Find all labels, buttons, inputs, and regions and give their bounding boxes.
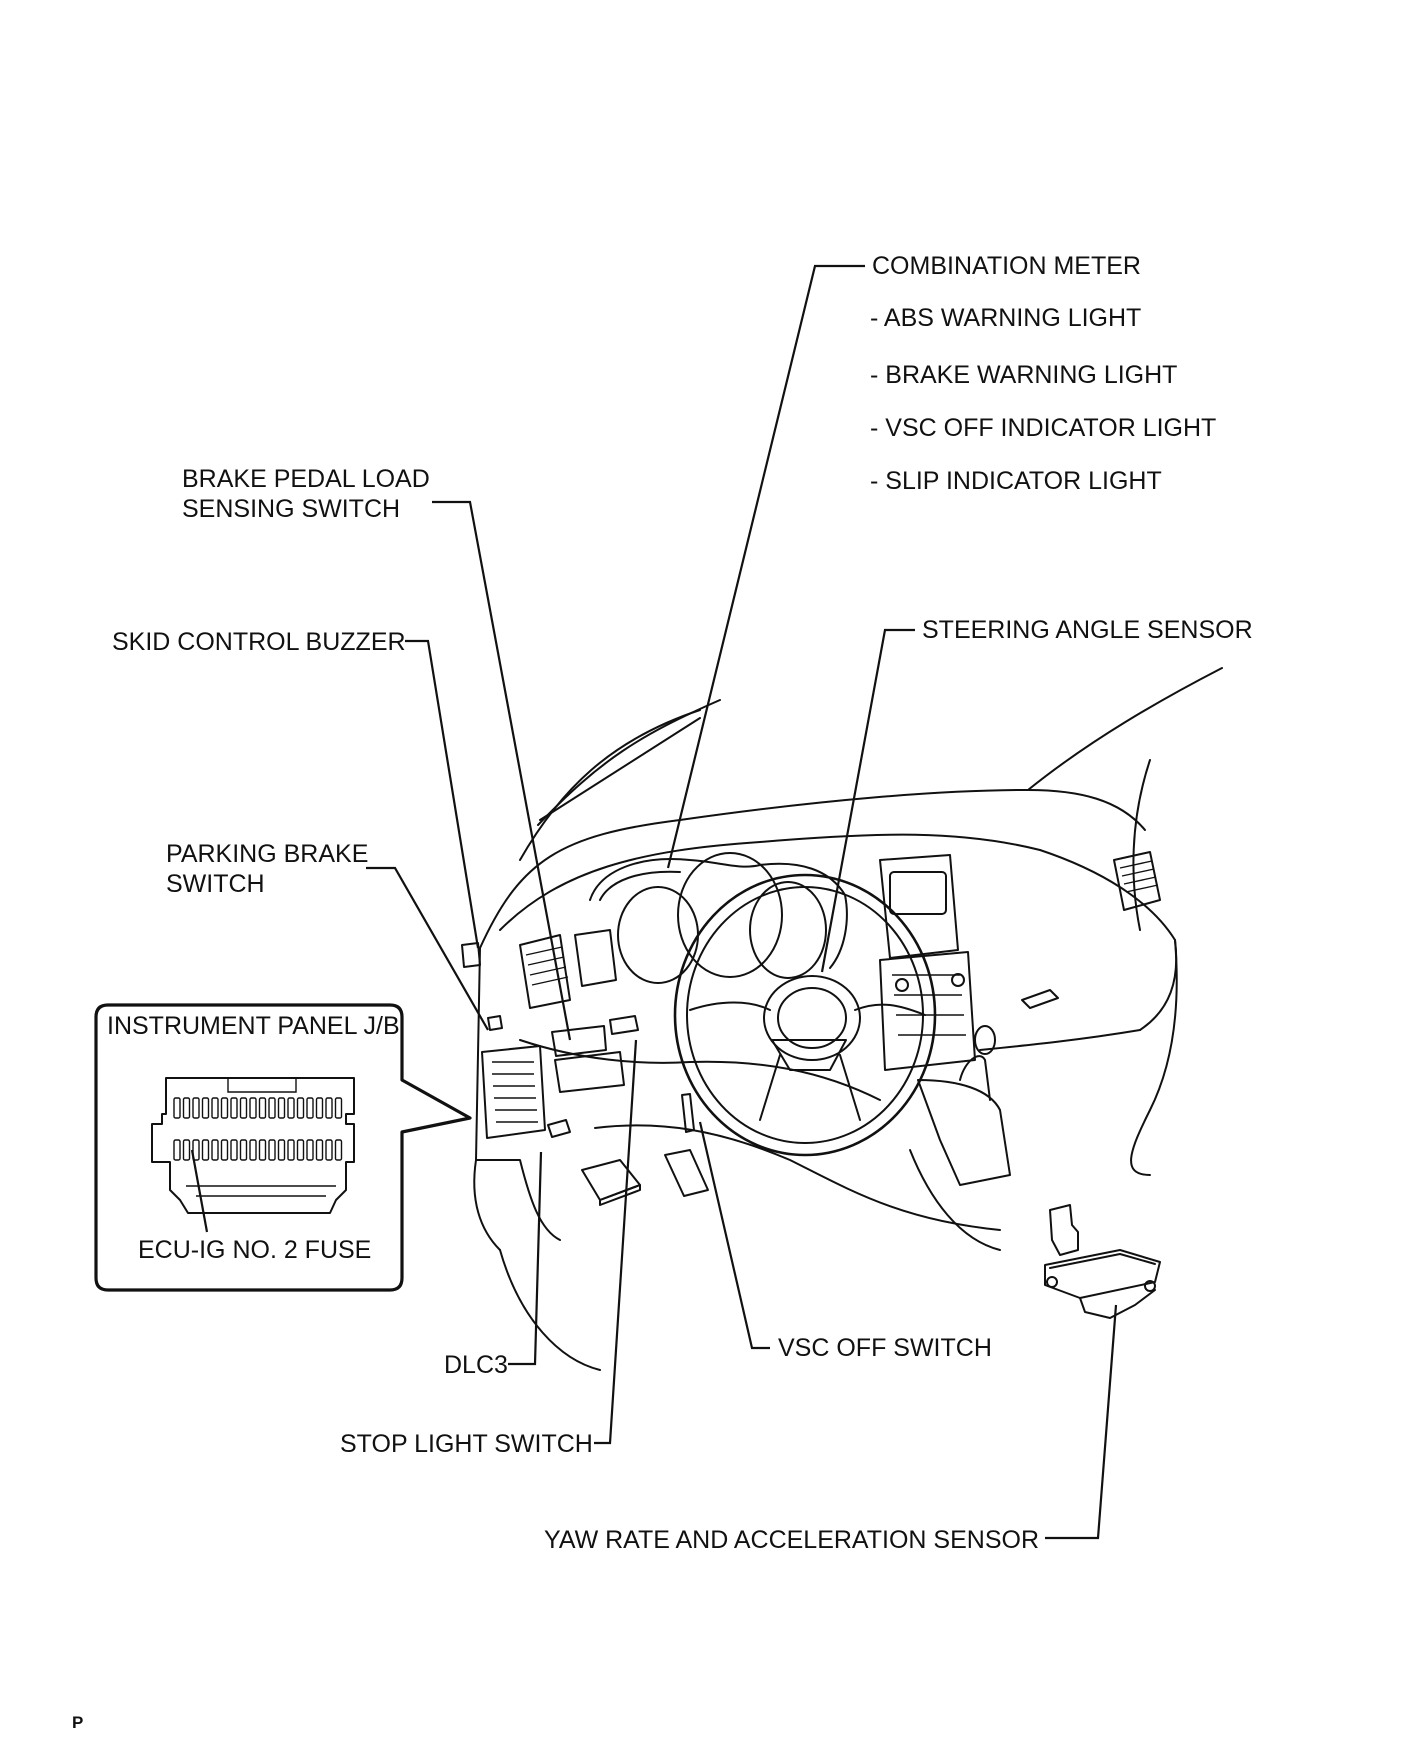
fuse-slot: [268, 1097, 276, 1119]
fuse-slot: [239, 1097, 248, 1119]
leader-stop-light-switch: [594, 1039, 638, 1445]
leader-dlc3: [508, 1151, 543, 1366]
instrument-panel-jb-inset: [94, 1003, 472, 1292]
fuse-slot: [296, 1139, 305, 1161]
label-slip-indicator-light: - SLIP INDICATOR LIGHT: [870, 467, 1162, 495]
footer-mark: P: [72, 1713, 83, 1732]
label-brake-warning-light: - BRAKE WARNING LIGHT: [870, 361, 1177, 389]
fuse-slot: [239, 1139, 248, 1161]
label-instrument-panel-jb: INSTRUMENT PANEL J/B: [107, 1012, 400, 1040]
leader-ecu-ig-fuse: [190, 1149, 209, 1233]
fuse-slot: [258, 1097, 267, 1119]
fuse-row-top: [173, 1097, 343, 1119]
label-vsc-off-indicator-light: - VSC OFF INDICATOR LIGHT: [870, 414, 1216, 442]
fuse-row-bottom: [173, 1139, 343, 1161]
fuse-slot: [287, 1139, 295, 1161]
leader-yaw-rate-sensor: [1045, 1304, 1118, 1540]
label-brake-pedal-load-2: SENSING SWITCH: [182, 495, 400, 523]
dashboard-illustration: [461, 667, 1223, 1371]
fuse-slot: [325, 1097, 333, 1119]
fuse-slot: [296, 1097, 305, 1119]
label-yaw-rate-sensor: YAW RATE AND ACCELERATION SENSOR: [544, 1526, 1039, 1554]
fuse-slot: [258, 1139, 267, 1161]
fuse-slot: [201, 1139, 210, 1161]
fuse-slot: [287, 1097, 295, 1119]
leader-combination-meter: [666, 264, 865, 869]
fuse-slot: [192, 1097, 200, 1119]
leader-steering-angle-sensor: [820, 628, 915, 973]
fuse-slot: [315, 1139, 324, 1161]
label-steering-angle-sensor: STEERING ANGLE SENSOR: [922, 616, 1253, 644]
fuse-slot: [192, 1139, 200, 1161]
fuse-slot: [334, 1139, 343, 1161]
fuse-slot: [249, 1139, 257, 1161]
fuse-slot: [315, 1097, 324, 1119]
fuse-slot: [211, 1097, 219, 1119]
leader-skid-control-buzzer: [405, 639, 480, 949]
label-brake-pedal-load-1: BRAKE PEDAL LOAD: [182, 465, 430, 493]
label-stop-light-switch: STOP LIGHT SWITCH: [340, 1430, 593, 1458]
fuse-slot: [306, 1139, 314, 1161]
fuse-slot: [230, 1097, 238, 1119]
fuse-slot: [249, 1097, 257, 1119]
label-skid-control-buzzer: SKID CONTROL BUZZER: [112, 628, 406, 656]
leader-lines: [190, 264, 1118, 1540]
fuse-slot: [182, 1097, 191, 1119]
label-parking-brake-2: SWITCH: [166, 870, 265, 898]
fuse-slot: [211, 1139, 219, 1161]
label-vsc-off-switch: VSC OFF SWITCH: [778, 1334, 992, 1362]
leader-parking-brake: [366, 866, 489, 1031]
fuse-slot: [277, 1139, 286, 1161]
fuse-slot: [173, 1139, 181, 1161]
yaw-rate-sensor-icon: [1044, 1204, 1161, 1319]
fuse-slot: [220, 1139, 229, 1161]
fuse-slot: [173, 1097, 181, 1119]
fuse-slot: [201, 1097, 210, 1119]
fuse-slot: [230, 1139, 238, 1161]
fuse-slot: [277, 1097, 286, 1119]
fuse-slot: [268, 1139, 276, 1161]
fuse-slot: [182, 1139, 191, 1161]
leader-vsc-off-switch: [698, 1121, 770, 1350]
fuse-slot: [306, 1097, 314, 1119]
label-parking-brake-1: PARKING BRAKE: [166, 840, 368, 868]
label-combination-meter: COMBINATION METER: [872, 252, 1141, 280]
fuse-block-icon: [151, 1077, 355, 1214]
label-ecu-ig-fuse: ECU-IG NO. 2 FUSE: [138, 1236, 371, 1264]
leader-brake-pedal-load: [432, 500, 572, 1041]
label-abs-warning-light: - ABS WARNING LIGHT: [870, 304, 1141, 332]
fuse-slot: [220, 1097, 229, 1119]
labels: COMBINATION METER - ABS WARNING LIGHT - …: [72, 252, 1253, 1732]
inset-callout-frame: [94, 1003, 472, 1292]
fuse-slot: [325, 1139, 333, 1161]
fuse-slot: [334, 1097, 343, 1119]
label-dlc3: DLC3: [444, 1351, 508, 1379]
